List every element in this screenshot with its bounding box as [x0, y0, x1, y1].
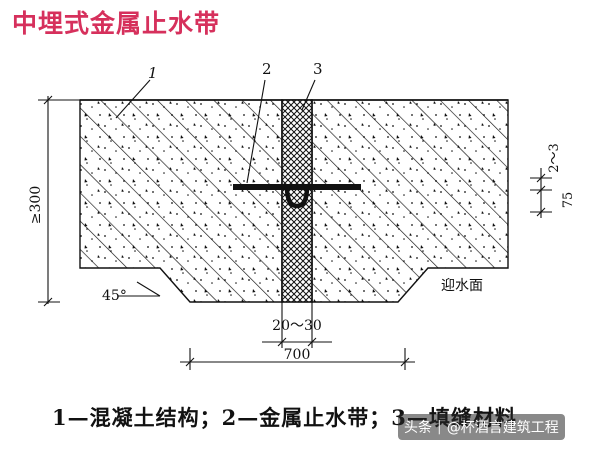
- marker-leaders: [115, 79, 316, 184]
- joint-filler: [281, 99, 313, 303]
- watermark-source: 头条: [404, 420, 432, 436]
- depth-dimension: [38, 95, 80, 307]
- marker-2: 2: [262, 60, 272, 78]
- band-offset-label: 2～3: [547, 143, 562, 173]
- angle-marker: [118, 281, 161, 297]
- angle-label: 45°: [102, 288, 127, 304]
- metal-waterstop: [233, 184, 361, 209]
- page-title: 中埋式金属止水带: [12, 9, 221, 38]
- marker-3: 3: [313, 60, 323, 78]
- band-dimension: [530, 168, 552, 218]
- marker-1: 1: [148, 64, 158, 82]
- watermark: 头条 | @杯酒言建筑工程: [398, 414, 565, 440]
- water-side-label: 迎水面: [441, 278, 483, 294]
- concrete-structure: [79, 99, 509, 303]
- gap-dimension: [262, 302, 332, 348]
- total-width-label: 700: [284, 347, 311, 363]
- gap-width-label: 20～30: [272, 318, 322, 334]
- watermark-separator: |: [437, 419, 442, 435]
- depth-label: ≥300: [28, 186, 44, 224]
- total-width-dimension: [180, 348, 415, 370]
- watermark-author: @杯酒言建筑工程: [446, 420, 559, 436]
- band-height-label: 75: [561, 192, 576, 209]
